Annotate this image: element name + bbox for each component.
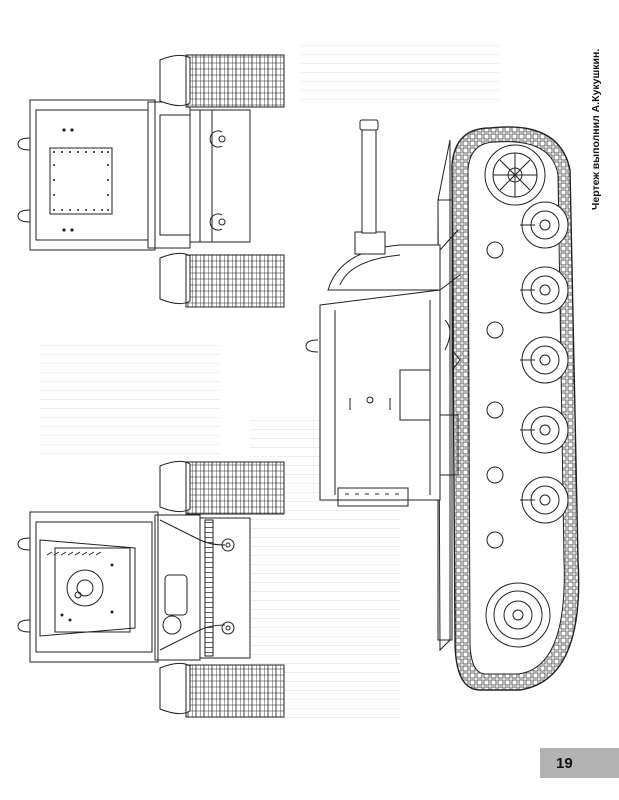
top-view-front (17, 460, 285, 718)
page-number: 19 (556, 754, 573, 772)
page-number-badge: 19 (540, 748, 619, 778)
show-through-text (300, 45, 500, 105)
side-view (305, 119, 580, 691)
show-through-text (40, 345, 220, 455)
top-view-rear (17, 54, 285, 308)
drawing-credit: Чертеж выполнил А.Кукушкин. (590, 48, 602, 210)
